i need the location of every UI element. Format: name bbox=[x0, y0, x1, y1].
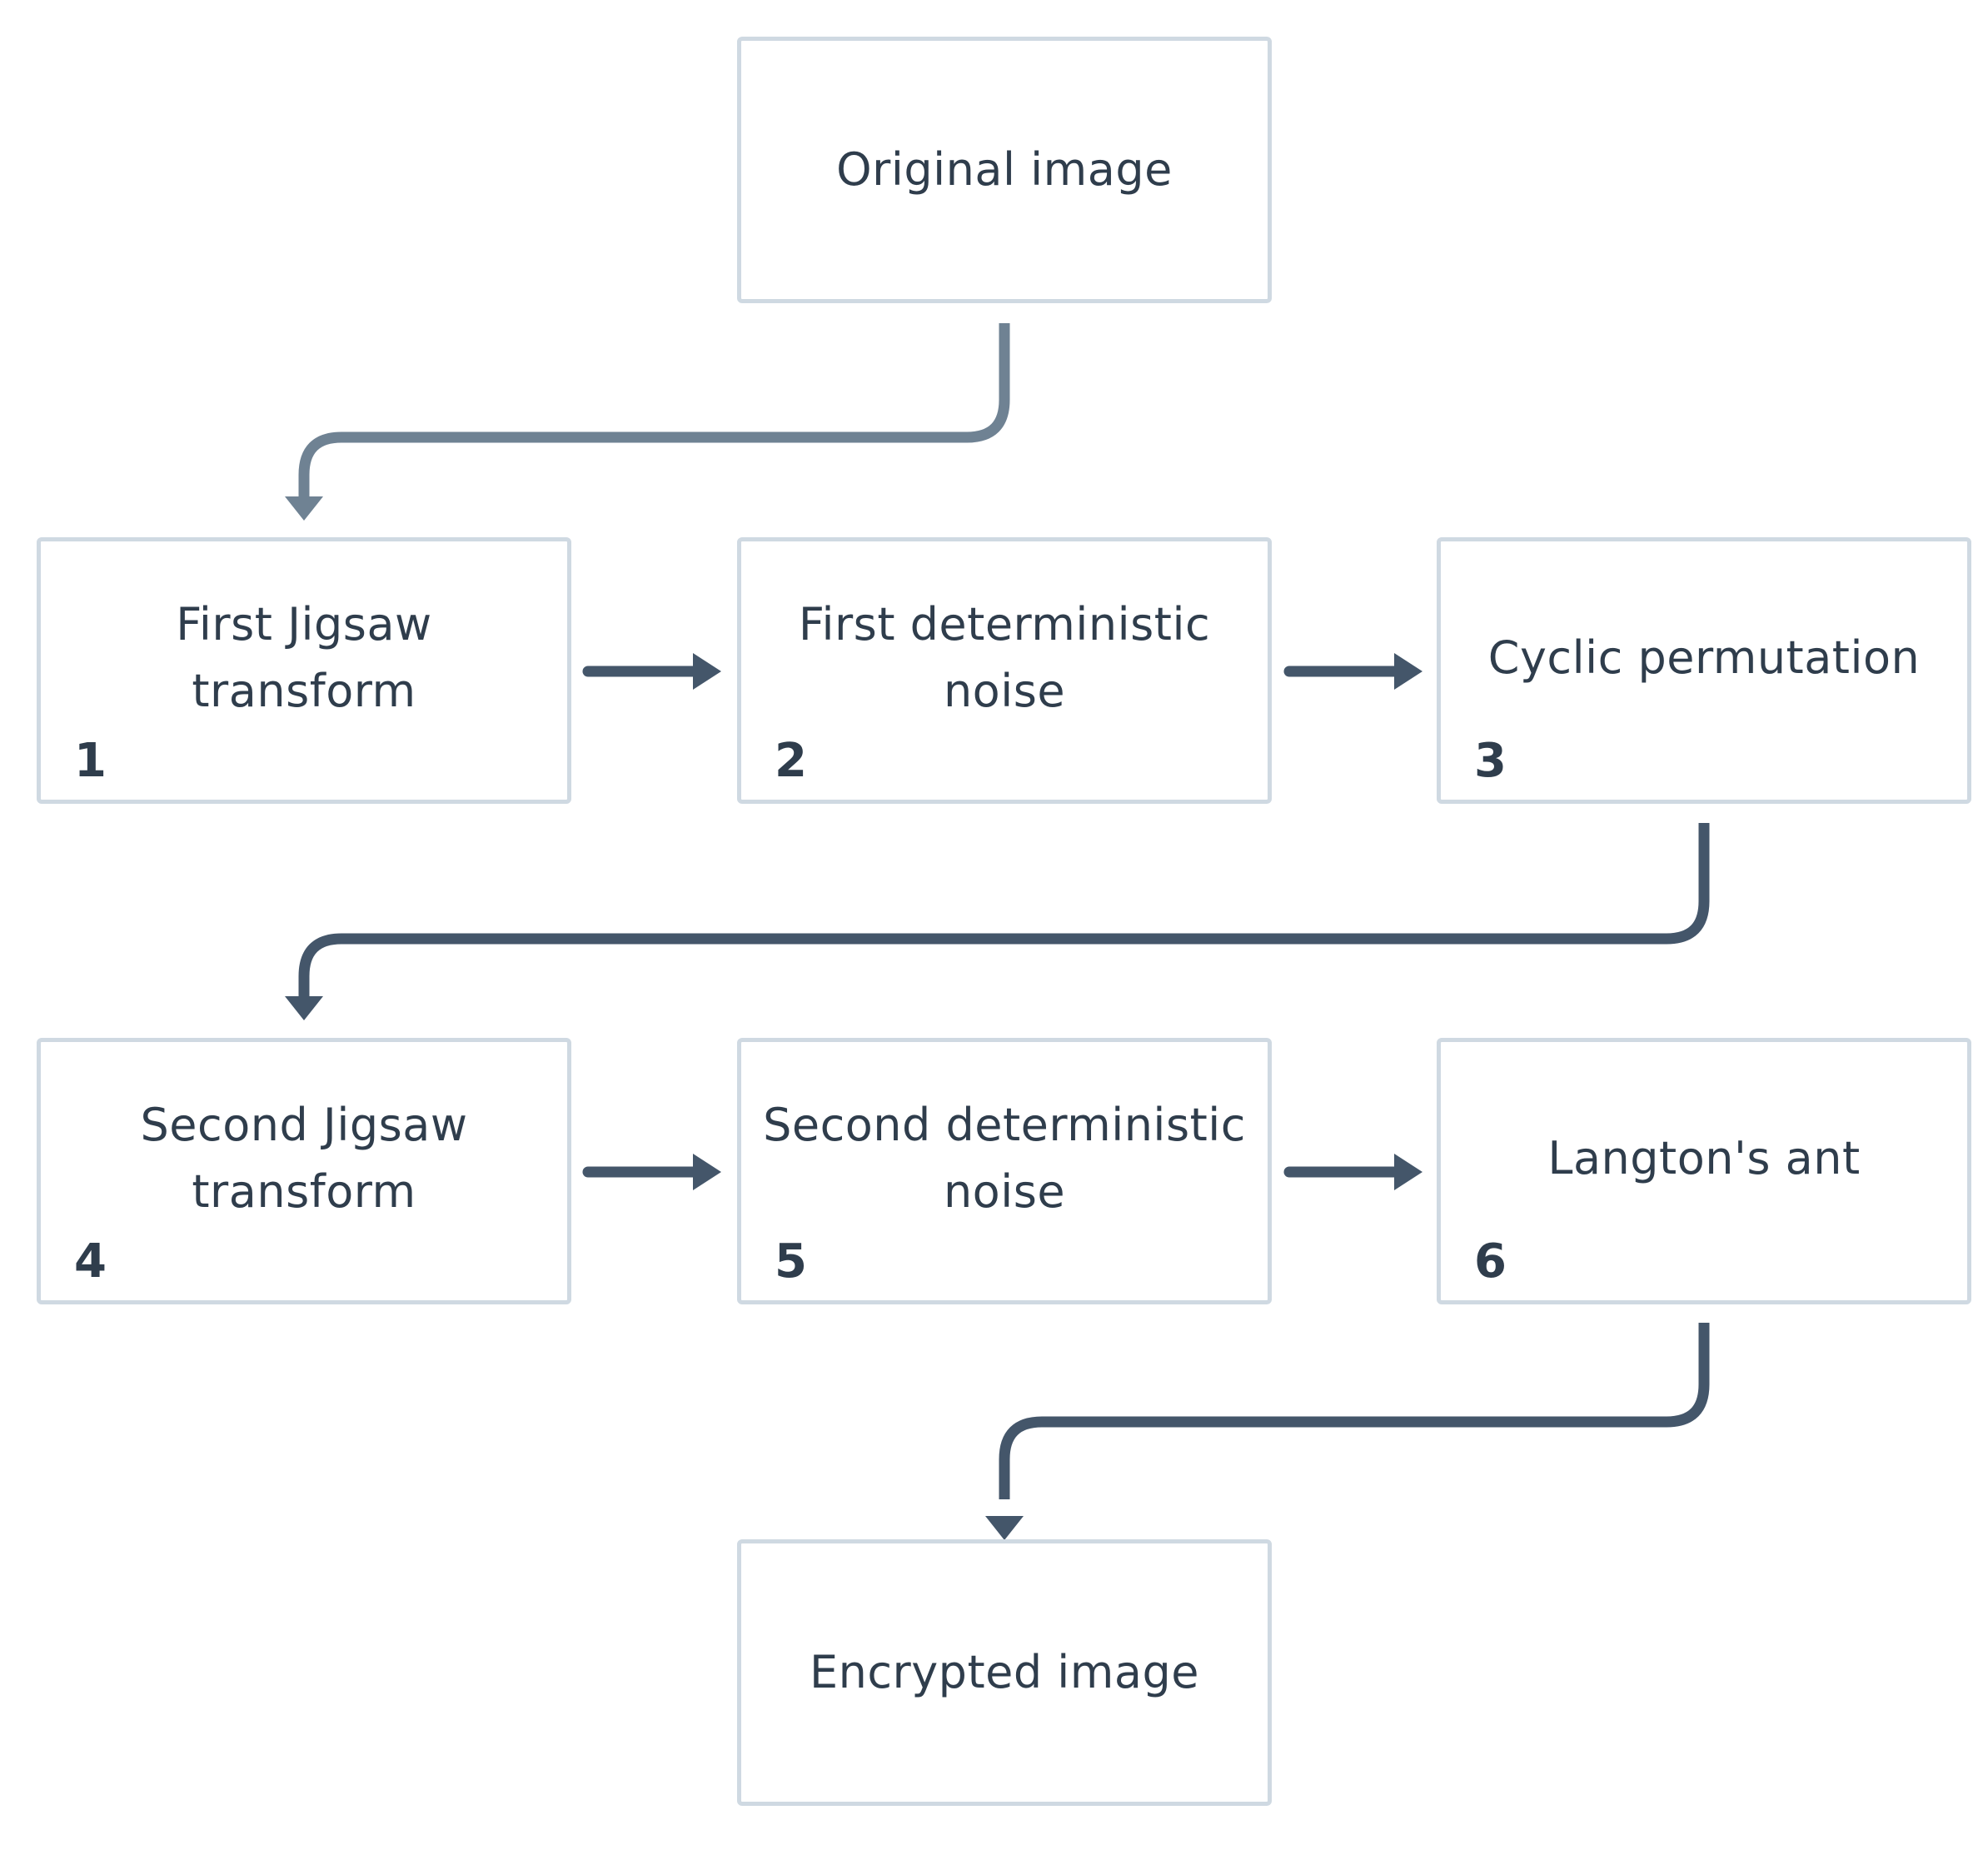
connector-step3-to-step4 bbox=[298, 823, 1710, 1000]
node-label: Original image bbox=[836, 143, 1173, 196]
node-step-1: First Jigsaw transform 1 bbox=[37, 537, 571, 804]
connector-original-to-step1 bbox=[298, 323, 1010, 500]
node-step-5: Second deterministic noise 5 bbox=[737, 1038, 1272, 1304]
node-label: First Jigsaw transform bbox=[176, 598, 432, 717]
arrowhead-step2 bbox=[693, 653, 721, 690]
node-step-4: Second Jigsaw transform 4 bbox=[37, 1038, 571, 1304]
node-step-2: First deterministic noise 2 bbox=[737, 537, 1272, 804]
arrowhead-step3 bbox=[1394, 653, 1422, 690]
node-original-image: Original image bbox=[737, 37, 1272, 303]
node-label: First deterministic noise bbox=[798, 598, 1211, 717]
arrowhead-step1 bbox=[285, 496, 323, 521]
node-step-3: Cyclic permutation 3 bbox=[1437, 537, 1971, 804]
node-label: Encrypted image bbox=[809, 1646, 1199, 1698]
arrowhead-step5 bbox=[693, 1154, 721, 1190]
node-step-6: Langton's ant 6 bbox=[1437, 1038, 1971, 1304]
node-label: Langton's ant bbox=[1547, 1132, 1861, 1184]
step-number: 2 bbox=[775, 734, 807, 788]
node-encrypted-image: Encrypted image bbox=[737, 1539, 1272, 1806]
connector-step6-to-encrypted bbox=[999, 1323, 1710, 1499]
arrowhead-step4 bbox=[285, 996, 323, 1020]
step-number: 3 bbox=[1474, 734, 1507, 788]
node-label: Cyclic permutation bbox=[1487, 631, 1921, 684]
step-number: 4 bbox=[74, 1234, 107, 1289]
step-number: 1 bbox=[74, 734, 107, 788]
step-number: 5 bbox=[775, 1234, 807, 1289]
step-number: 6 bbox=[1474, 1234, 1507, 1289]
arrowhead-step6 bbox=[1394, 1154, 1422, 1190]
node-label: Second deterministic noise bbox=[763, 1099, 1246, 1218]
node-label: Second Jigsaw transform bbox=[140, 1099, 468, 1218]
arrowhead-encrypted bbox=[985, 1516, 1024, 1540]
